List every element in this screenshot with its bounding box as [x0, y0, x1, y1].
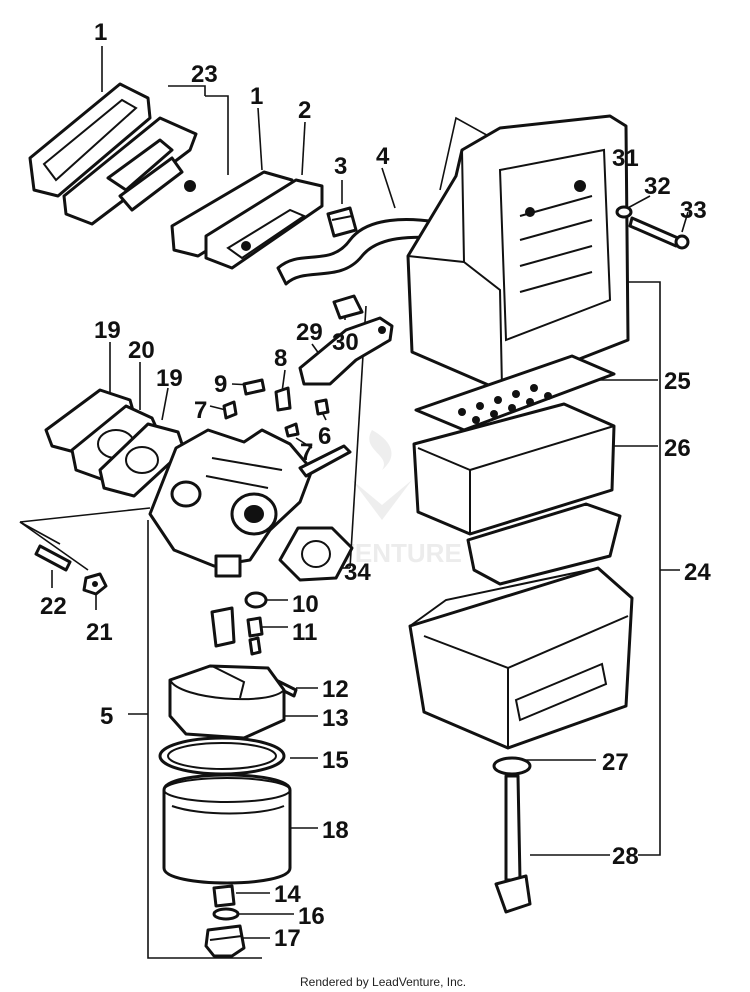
plug-part-17 [204, 924, 246, 958]
callout-16: 16 [298, 903, 325, 930]
callout-2: 2 [298, 97, 311, 124]
callout-10: 10 [292, 591, 319, 618]
callout-11: 11 [292, 619, 317, 646]
callout-21: 21 [86, 619, 113, 646]
nut-part-21 [82, 572, 108, 596]
jet-part-11 [210, 606, 264, 656]
footer-credit: Rendered by LeadVenture, Inc. [300, 975, 466, 989]
reed-valve-assembly-part-23 [62, 116, 198, 226]
callout-17: 17 [274, 925, 301, 952]
gasket-part-15 [158, 736, 286, 776]
callout-27: 27 [602, 749, 629, 776]
ring-part-10 [244, 591, 268, 609]
callout-12: 12 [322, 676, 349, 703]
callout-labels: 1 23 1 2 3 4 31 32 33 19 20 19 29 8 30 9… [40, 19, 711, 952]
bolt-part-33 [628, 216, 690, 250]
callout-25: 25 [664, 368, 691, 395]
plate-part-25 [414, 354, 616, 432]
callout-4: 4 [376, 143, 390, 170]
callout-30: 30 [332, 329, 359, 356]
callout-23: 23 [191, 61, 218, 88]
callout-19a: 19 [94, 317, 121, 344]
intake-cover-part-2 [204, 178, 324, 270]
carburetor-body [148, 428, 314, 578]
callout-7b: 7 [300, 439, 313, 466]
filter-element-part-26 [412, 402, 616, 536]
callout-33: 33 [680, 197, 707, 224]
filter-tray [466, 502, 622, 586]
callout-31: 31 [612, 145, 639, 172]
callout-5: 5 [100, 703, 113, 730]
washer-part-27 [492, 756, 532, 776]
bolt-part-3 [326, 206, 358, 238]
callout-1b: 1 [250, 83, 263, 110]
callout-1a: 1 [94, 19, 107, 46]
callout-22: 22 [40, 593, 67, 620]
float-bowl-part-18 [162, 773, 292, 885]
bolt-part-30 [332, 294, 364, 320]
air-cleaner-cover [406, 114, 630, 392]
callout-7a: 7 [194, 397, 207, 424]
callout-18: 18 [322, 817, 349, 844]
callout-20: 20 [128, 337, 155, 364]
bolt-part-28 [494, 774, 532, 914]
callout-19b: 19 [156, 365, 183, 392]
callout-3: 3 [334, 153, 347, 180]
air-box-base [408, 566, 634, 750]
callout-14: 14 [274, 881, 301, 908]
callout-24: 24 [684, 559, 711, 586]
callout-28: 28 [612, 843, 639, 870]
callout-34: 34 [344, 559, 371, 586]
drain-screw-part-14 [212, 884, 236, 908]
callout-15: 15 [322, 747, 349, 774]
bracket-part-29 [298, 316, 394, 386]
callout-6: 6 [318, 423, 331, 450]
gasket-part-1 [28, 82, 152, 198]
small-parts-6-7-8-9 [222, 378, 352, 478]
washer-part-32 [615, 205, 633, 219]
callout-9: 9 [214, 371, 227, 398]
callout-32: 32 [644, 173, 671, 200]
callout-26: 26 [664, 435, 691, 462]
callout-29: 29 [296, 319, 323, 346]
callout-13: 13 [322, 705, 349, 732]
stud-part-22 [34, 544, 72, 572]
washer-part-16 [212, 907, 240, 921]
gasket-part-34 [278, 526, 354, 582]
callout-8: 8 [274, 345, 287, 372]
float-part-13 [168, 664, 286, 740]
